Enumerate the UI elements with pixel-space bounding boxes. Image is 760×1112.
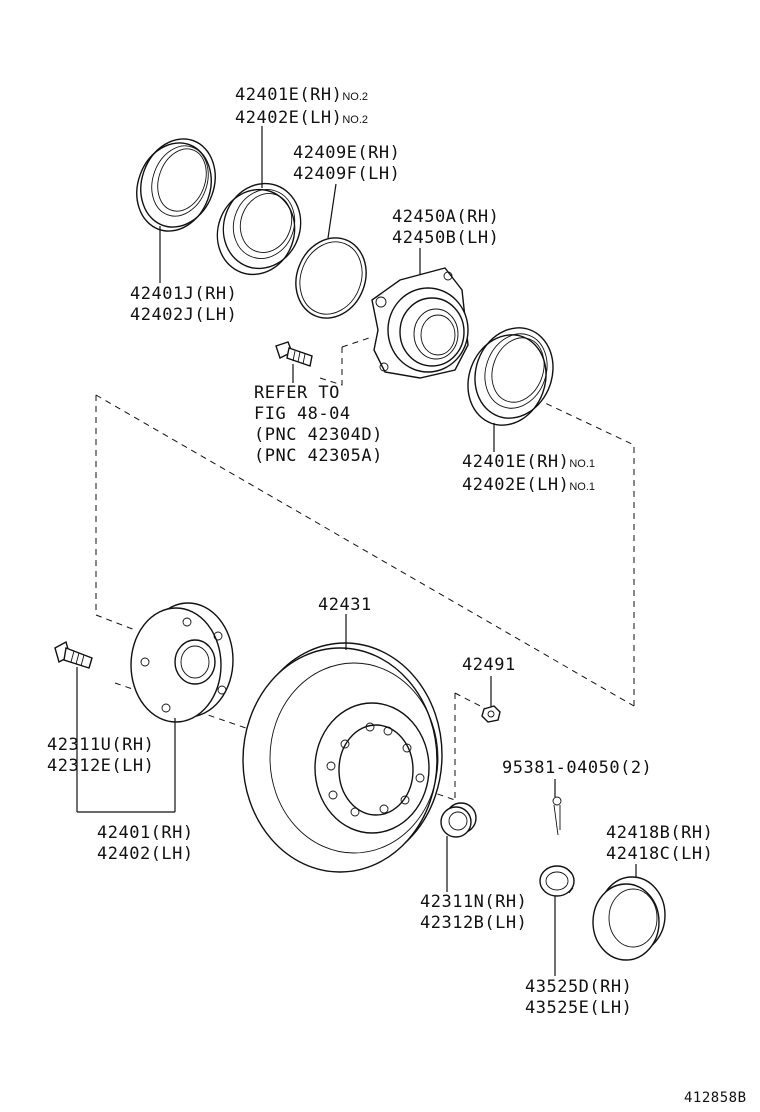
seal-42401E-no1-drawing (467, 327, 554, 426)
hub-assy-label: 42401(RH) 42402(LH) (97, 823, 194, 865)
spacer-rh: 42311N(RH) (420, 892, 528, 912)
seal-inner-lh: 42402E(LH) (462, 475, 570, 495)
bearing-housing-lh: 42450B(LH) (392, 228, 500, 248)
nut-small-label: 42491 (462, 655, 516, 676)
o-ring-lh: 42409F(LH) (293, 164, 401, 184)
lock-nut-43525D-drawing (539, 865, 575, 897)
refer-line3: (PNC 42304D) (254, 425, 383, 445)
nut-small-number: 42491 (462, 655, 516, 675)
o-ring-rh: 42409E(RH) (293, 143, 401, 163)
seal-outer-lh-note: NO.2 (342, 114, 369, 126)
seal-inner-rh: 42401E(RH) (462, 452, 570, 472)
lock-nut-lh: 43525E(LH) (525, 998, 633, 1018)
brake-disc-42431-drawing (242, 642, 443, 873)
seal-outer-rh-note: NO.2 (342, 91, 369, 103)
diagram-id: 412858B (684, 1090, 747, 1106)
bearing-housing-label: 42450A(RH) 42450B(LH) (392, 207, 499, 249)
grease-cap-42418B-drawing (592, 876, 666, 961)
hub-bolt-lh: 42312E(LH) (47, 756, 155, 776)
cotter-pin-number: 95381-04050(2) (502, 758, 653, 778)
o-ring-label: 42409E(RH) 42409F(LH) (293, 143, 400, 185)
grease-cap-lh: 42418C(LH) (606, 844, 714, 864)
disc-label: 42431 (318, 595, 372, 616)
grease-cap-rh: 42418B(RH) (606, 823, 714, 843)
refer-label: REFER TO FIG 48-04 (PNC 42304D) (PNC 423… (254, 383, 383, 467)
lock-nut-rh: 43525D(RH) (525, 977, 633, 997)
seal-outer-lh: 42402E(LH) (235, 108, 343, 128)
bearing-housing-42450A-drawing (371, 267, 469, 379)
nut-42491-drawing (481, 705, 501, 723)
spacer-lh: 42312B(LH) (420, 913, 528, 933)
hub-assy-rh: 42401(RH) (97, 823, 194, 843)
seal-left-rh: 42401J(RH) (130, 284, 238, 304)
hub-bolt-label: 42311U(RH) 42312E(LH) (47, 735, 154, 777)
refer-line1: REFER TO (254, 383, 340, 403)
seal-inner-label: 42401E(RH)NO.1 42402E(LH)NO.1 (462, 452, 595, 498)
disc-number: 42431 (318, 595, 372, 615)
leader-lines (76, 126, 637, 976)
spacer-label: 42311N(RH) 42312B(LH) (420, 892, 527, 934)
grease-cap-label: 42418B(RH) 42418C(LH) (606, 823, 713, 865)
seal-42401E-no2-drawing (216, 182, 302, 276)
seal-outer-label: 42401E(RH)NO.2 42402E(LH)NO.2 (235, 85, 368, 131)
seal-left-lh: 42402J(LH) (130, 305, 238, 325)
seal-inner-lh-note: NO.1 (569, 481, 596, 493)
seal-left-label: 42401J(RH) 42402J(LH) (130, 284, 237, 326)
cotter-pin-95381-drawing (552, 796, 562, 836)
hub-bolt-rh: 42311U(RH) (47, 735, 155, 755)
refer-line2: FIG 48-04 (254, 404, 351, 424)
o-ring-42409E-drawing (295, 237, 367, 319)
hub-assy-lh: 42402(LH) (97, 844, 194, 864)
spacer-42311N-drawing (440, 802, 477, 838)
bolt-refer-drawing (275, 341, 313, 367)
hub-bolt-42311U-drawing (54, 640, 93, 669)
bearing-housing-rh: 42450A(RH) (392, 207, 500, 227)
seal-42401J-drawing (136, 138, 216, 232)
hub-42401-drawing (130, 602, 234, 723)
seal-outer-rh: 42401E(RH) (235, 85, 343, 105)
lock-nut-label: 43525D(RH) 43525E(LH) (525, 977, 632, 1019)
cotter-pin-label: 95381-04050(2) (502, 758, 652, 779)
refer-line4: (PNC 42305A) (254, 446, 383, 466)
seal-inner-rh-note: NO.1 (569, 458, 596, 470)
